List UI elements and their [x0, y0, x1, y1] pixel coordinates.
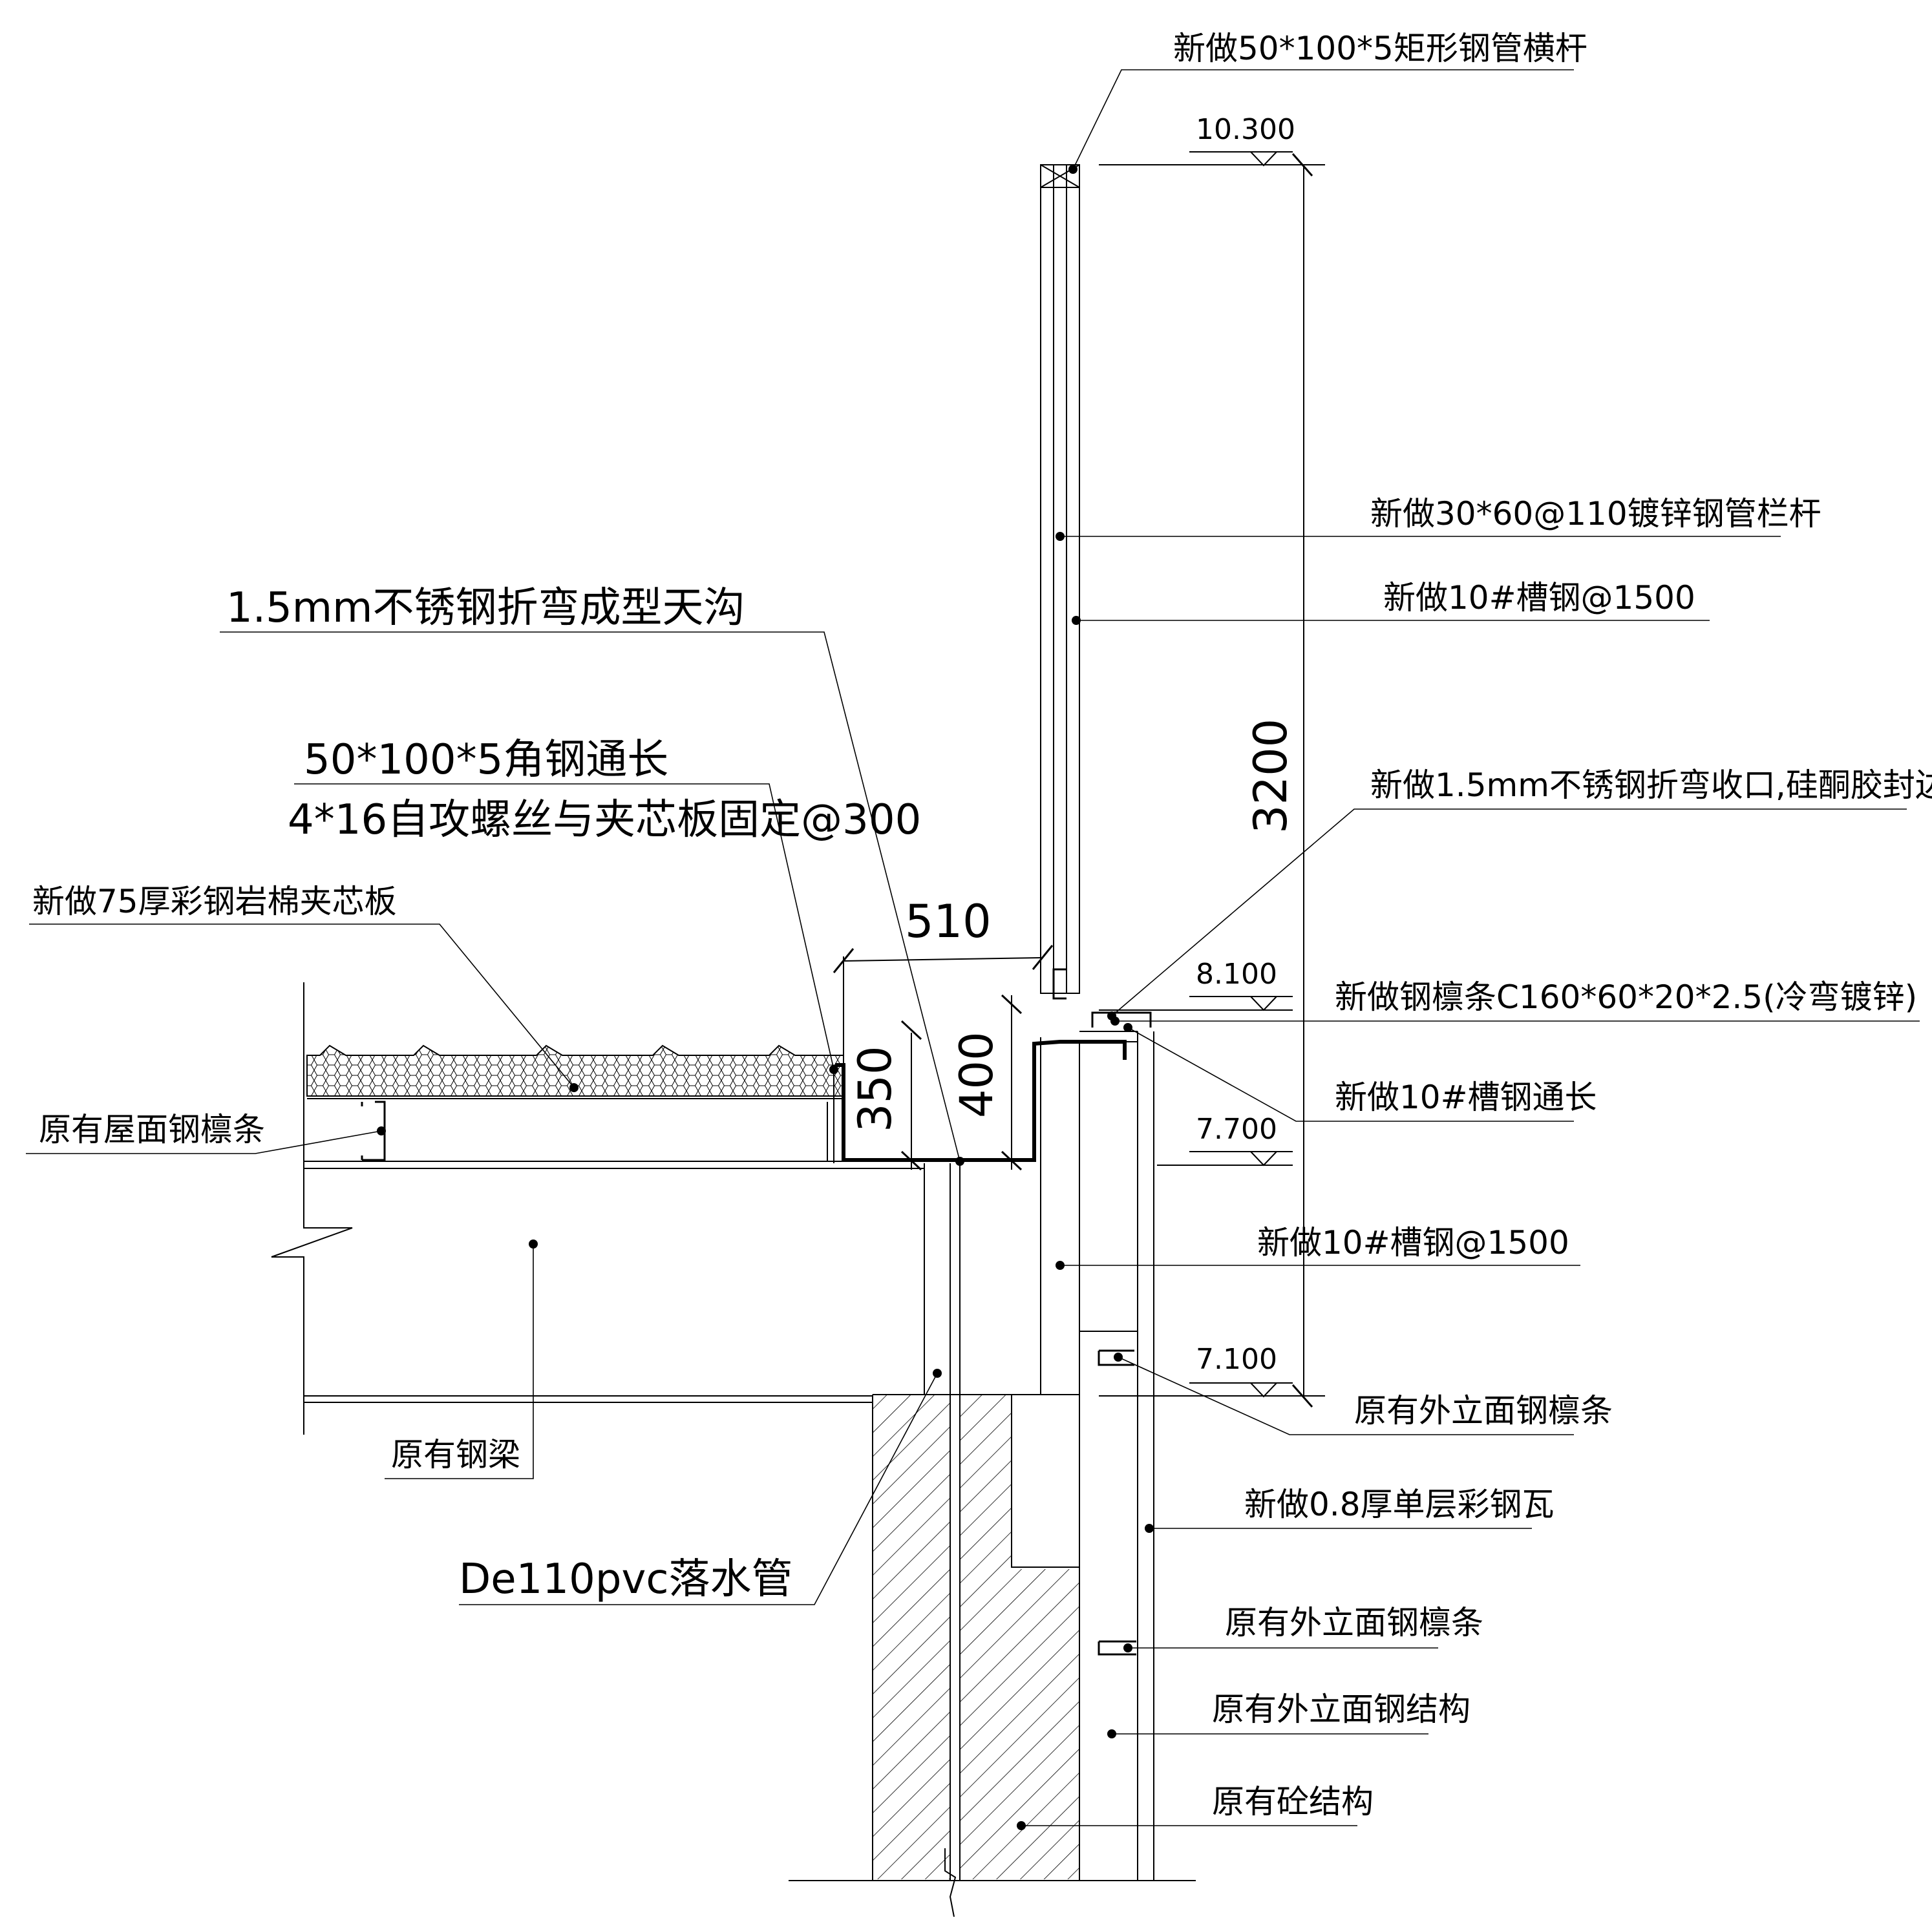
callout-color-steel-sheet: 新做0.8厚单层彩钢瓦: [1145, 1486, 1555, 1533]
label-railing: 新做30*60@110镀锌钢管栏杆: [1370, 495, 1821, 533]
callout-railing: 新做30*60@110镀锌钢管栏杆: [1056, 495, 1821, 541]
downpipe: [924, 1163, 961, 1881]
railing-posts: [1040, 164, 1080, 1395]
label-steel-beam-old: 原有钢梁: [391, 1436, 520, 1473]
callout-channel-long: 新做10#槽钢通长: [1123, 1023, 1597, 1122]
callout-sandwich-panel: 新做75厚彩钢岩棉夹芯板: [29, 883, 579, 1092]
callout-concrete-old: 原有砼结构: [1017, 1783, 1374, 1830]
label-facade-structure-old: 原有外立面钢结构: [1212, 1691, 1470, 1728]
label-closure: 新做1.5mm不锈钢折弯收口,硅酮胶封边: [1370, 766, 1932, 804]
callout-closure: 新做1.5mm不锈钢折弯收口,硅酮胶封边: [1107, 766, 1932, 1020]
dim-3200: 3200: [1244, 719, 1297, 834]
label-top-rail: 新做50*100*5矩形钢管横杆: [1173, 30, 1587, 67]
elevation-mark-1: 10.300: [1189, 113, 1295, 167]
callout-facade-structure-old: 原有外立面钢结构: [1107, 1691, 1470, 1738]
callout-channel-upper: 新做10#槽钢@1500: [1072, 579, 1710, 625]
elevation-mark-2: 8.100: [1099, 958, 1293, 1011]
label-color-steel-sheet: 新做0.8厚单层彩钢瓦: [1244, 1486, 1555, 1523]
label-channel-upper: 新做10#槽钢@1500: [1383, 579, 1695, 617]
elevation-marks: 10.300 8.100 7.700 7.100: [1099, 113, 1295, 1398]
label-screws: 4*16自攻螺丝与夹芯板固定@300: [288, 796, 921, 844]
elevation-mark-3: 7.700: [1157, 1113, 1293, 1166]
callout-angle-steel: 50*100*5角钢通长 4*16自攻螺丝与夹芯板固定@300: [288, 736, 921, 1074]
callout-downpipe: De110pvc落水管: [459, 1369, 942, 1605]
label-gutter: 1.5mm不锈钢折弯成型天沟: [226, 584, 745, 632]
callout-top-rail: 新做50*100*5矩形钢管横杆: [1068, 30, 1587, 174]
label-roof-purlin-old: 原有屋面钢檩条: [39, 1111, 265, 1148]
callout-gutter: 1.5mm不锈钢折弯成型天沟: [220, 584, 964, 1166]
concrete-structure: [789, 1394, 1196, 1917]
dim-510: 510: [905, 895, 992, 948]
callout-steel-beam-old: 原有钢梁: [385, 1240, 538, 1479]
label-facade-purlin-old-2: 原有外立面钢檩条: [1225, 1604, 1483, 1641]
callout-channel-lower: 新做10#槽钢@1500: [1056, 1224, 1580, 1270]
callout-roof-purlin-old: 原有屋面钢檩条: [26, 1111, 386, 1154]
elevation-mark-4: 7.100: [1189, 1343, 1293, 1398]
elevation-2: 8.100: [1196, 958, 1277, 991]
label-purlin-new: 新做钢檩条C160*60*20*2.5(冷弯镀锌): [1335, 978, 1917, 1016]
elevation-1: 10.300: [1196, 113, 1295, 146]
sandwich-panel: [306, 1044, 844, 1099]
elevation-3: 7.700: [1196, 1113, 1277, 1146]
dimension-lines: [833, 153, 1325, 1408]
callout-purlin-new: 新做钢檩条C160*60*20*2.5(冷弯镀锌): [1110, 978, 1920, 1026]
label-channel-lower: 新做10#槽钢@1500: [1257, 1224, 1569, 1261]
dim-400: 400: [950, 1031, 1003, 1118]
label-downpipe: De110pvc落水管: [459, 1556, 793, 1603]
callout-facade-purlin-old-2: 原有外立面钢檩条: [1123, 1604, 1483, 1652]
label-concrete-old: 原有砼结构: [1212, 1783, 1374, 1820]
elevation-4: 7.100: [1196, 1343, 1277, 1376]
label-facade-purlin-old-1: 原有外立面钢檩条: [1354, 1392, 1613, 1429]
label-sandwich-panel: 新做75厚彩钢岩棉夹芯板: [32, 883, 397, 920]
facade-structure: [1079, 1011, 1154, 1881]
dim-350: 350: [849, 1046, 902, 1132]
label-angle-steel: 50*100*5角钢通长: [304, 736, 668, 784]
label-channel-long: 新做10#槽钢通长: [1335, 1079, 1597, 1116]
existing-roof-purlin: [361, 1101, 828, 1161]
callout-facade-purlin-old-1: 原有外立面钢檩条: [1114, 1353, 1613, 1435]
